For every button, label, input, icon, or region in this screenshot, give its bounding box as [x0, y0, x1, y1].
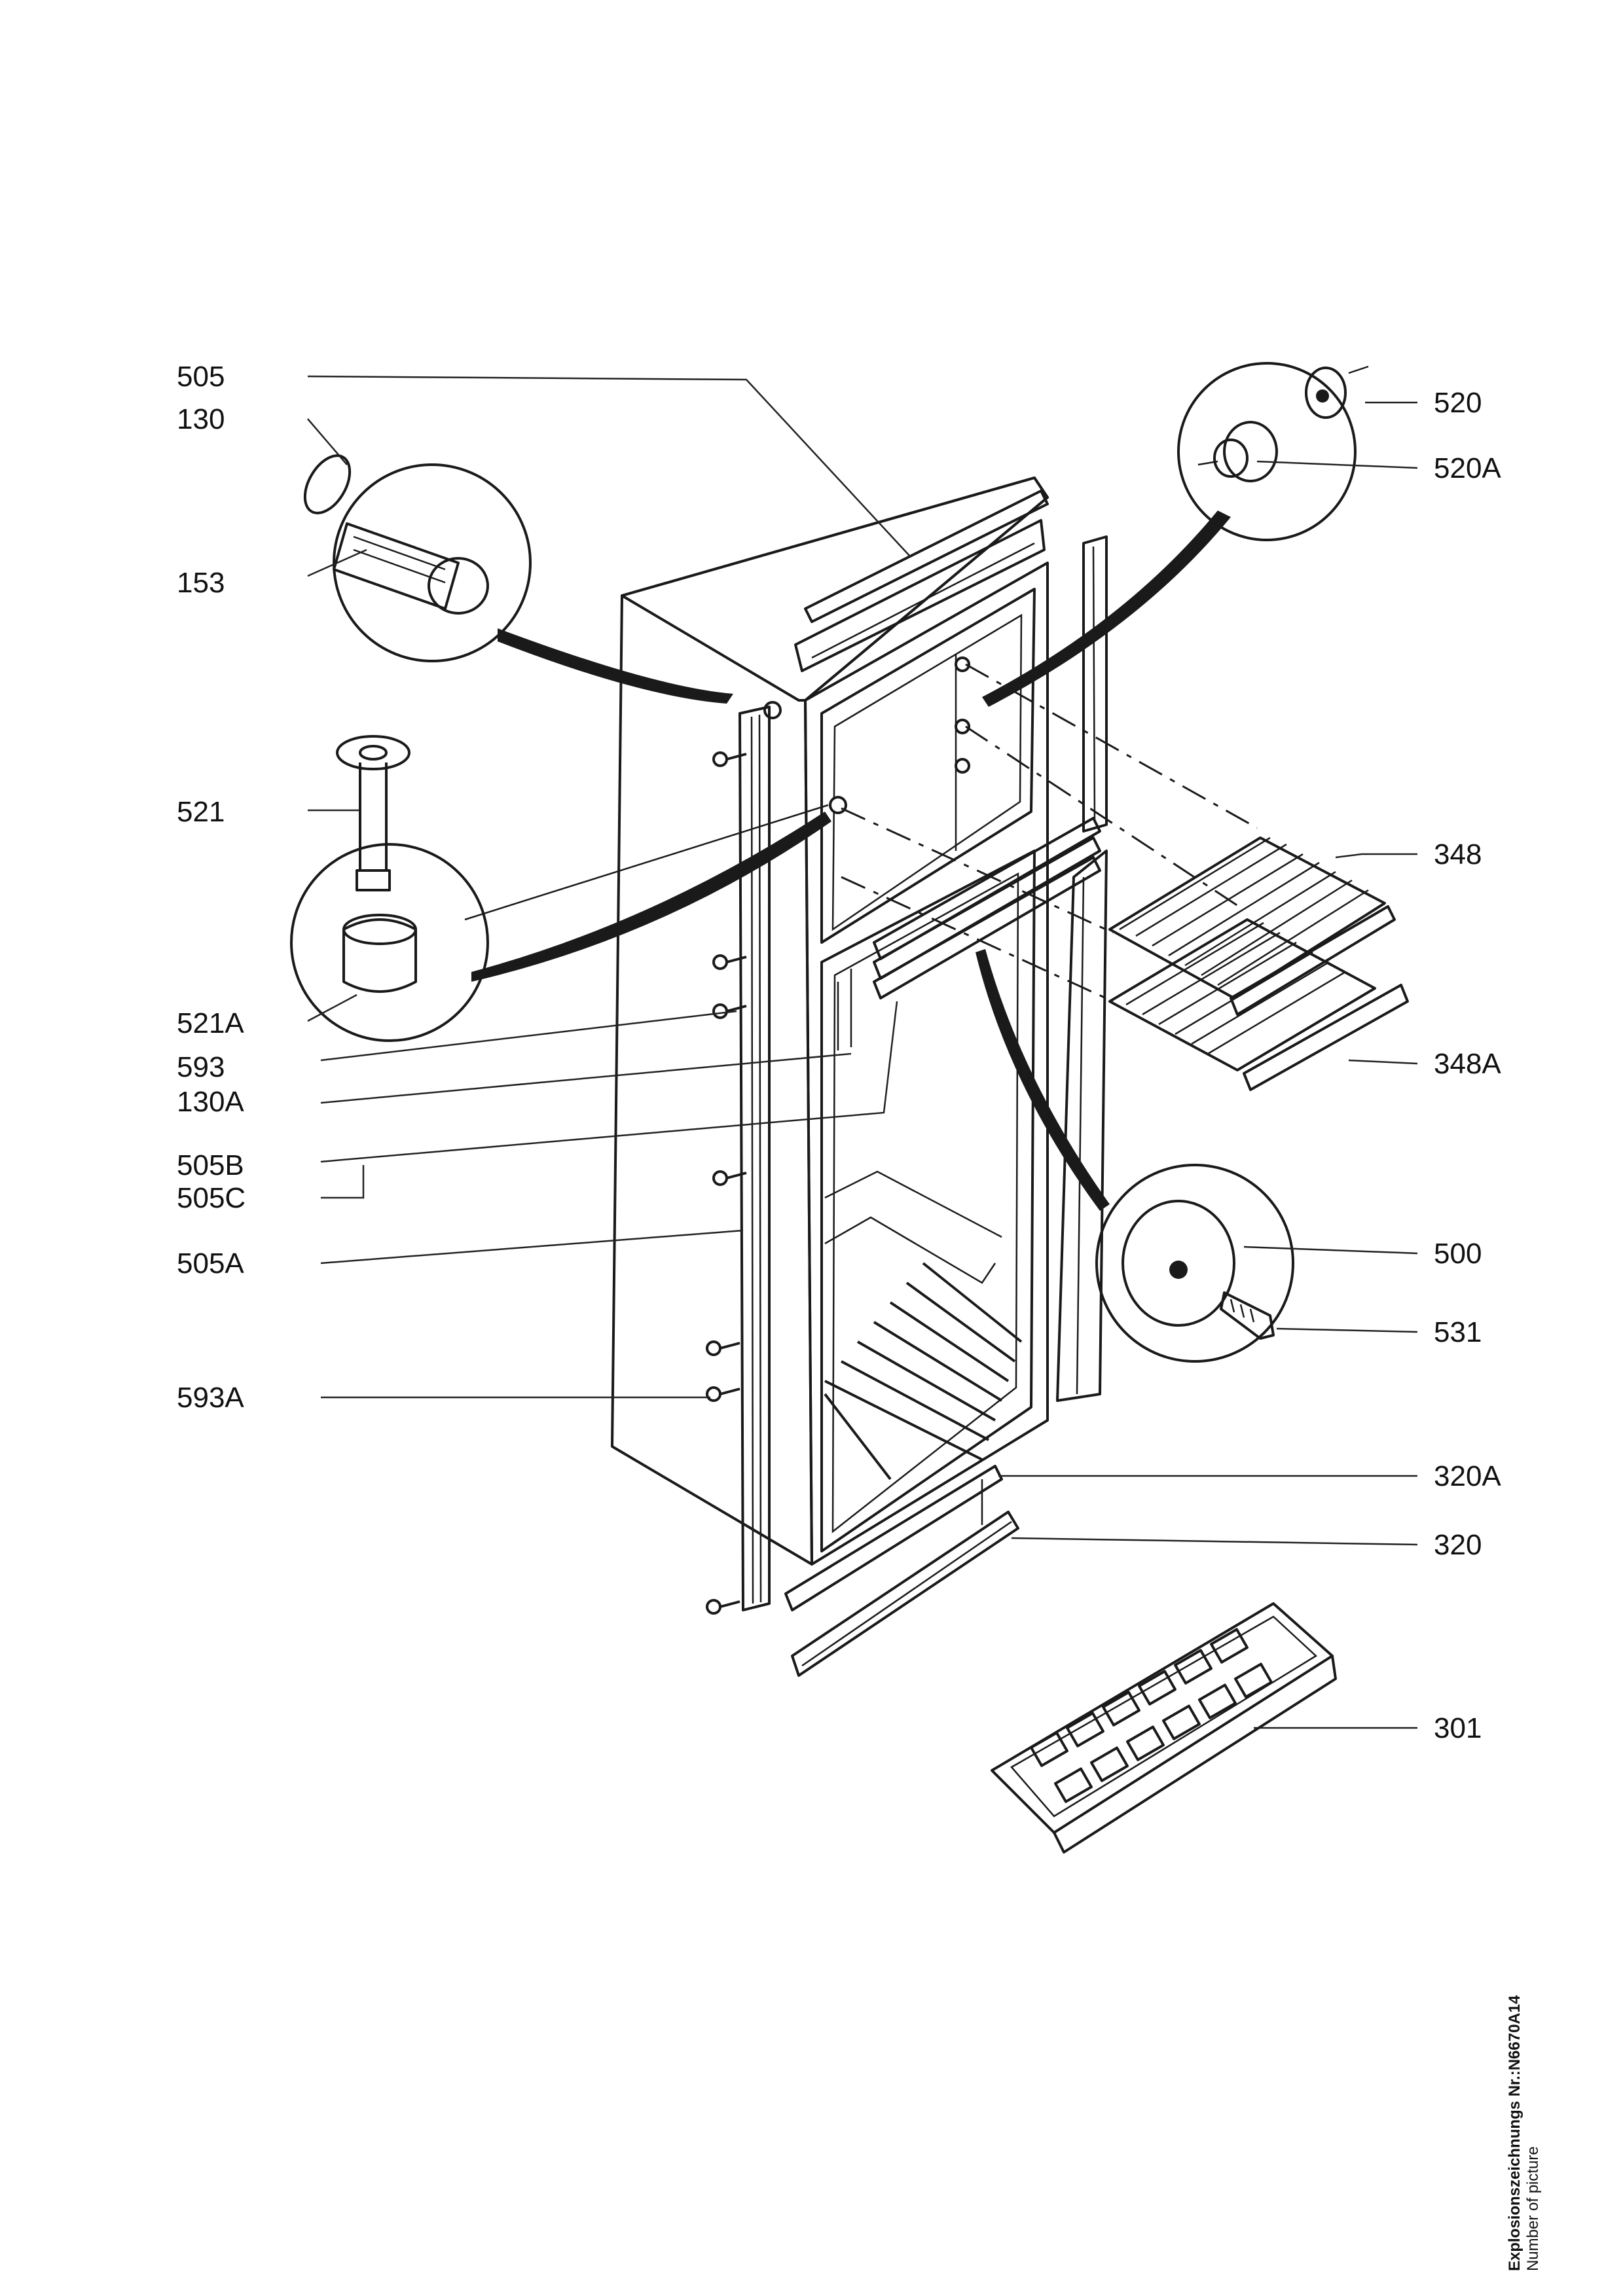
wire-shelf-lower — [1108, 918, 1409, 1091]
label-500: 500 — [1434, 1238, 1482, 1270]
label-153: 153 — [177, 567, 225, 599]
label-130A: 130A — [177, 1086, 244, 1118]
leader-lines — [307, 375, 1418, 1729]
label-593: 593 — [177, 1051, 225, 1083]
detail-lamp — [303, 454, 733, 704]
label-531: 531 — [1434, 1316, 1482, 1348]
right-seal-strip — [1056, 535, 1108, 1402]
caption-drawing-number: Explosionszeichnungs Nr.:N6670A14 — [1506, 1995, 1523, 2271]
label-520A: 520A — [1434, 452, 1501, 484]
label-593A: 593A — [177, 1382, 244, 1414]
label-130: 130 — [177, 403, 225, 435]
label-520: 520 — [1434, 387, 1482, 419]
label-505B: 505B — [177, 1149, 244, 1181]
left-seal-strip — [739, 706, 771, 1611]
cabinet-body — [611, 476, 1049, 1566]
label-320A: 320A — [1434, 1460, 1501, 1492]
label-301: 301 — [1434, 1712, 1482, 1744]
label-320: 320 — [1434, 1529, 1482, 1561]
label-505A: 505A — [177, 1247, 244, 1280]
top-rails — [794, 490, 1049, 672]
label-505: 505 — [177, 361, 225, 393]
cabinet-tray-ribs — [824, 1262, 1023, 1480]
label-505C: 505C — [177, 1182, 246, 1214]
picture-number-caption: Explosionszeichnungs Nr.:N6670A14 Number… — [1506, 1996, 1542, 2271]
bottom-rails — [784, 1465, 1019, 1677]
label-521: 521 — [177, 796, 225, 828]
screws-left — [706, 751, 747, 1615]
caption-number-of-picture: Number of picture — [1524, 2146, 1542, 2271]
label-348: 348 — [1434, 838, 1482, 870]
ice-cube-tray — [991, 1602, 1337, 1854]
label-348A: 348A — [1434, 1048, 1501, 1080]
detail-knob — [976, 949, 1294, 1363]
divider-rails — [837, 817, 1101, 1050]
part-labels: 505 130 153 521 521A 593 130A 505B 505C … — [177, 361, 1501, 1744]
label-521A: 521A — [177, 1007, 244, 1039]
detail-drain — [290, 735, 831, 1042]
detail-thermostat — [982, 362, 1369, 707]
